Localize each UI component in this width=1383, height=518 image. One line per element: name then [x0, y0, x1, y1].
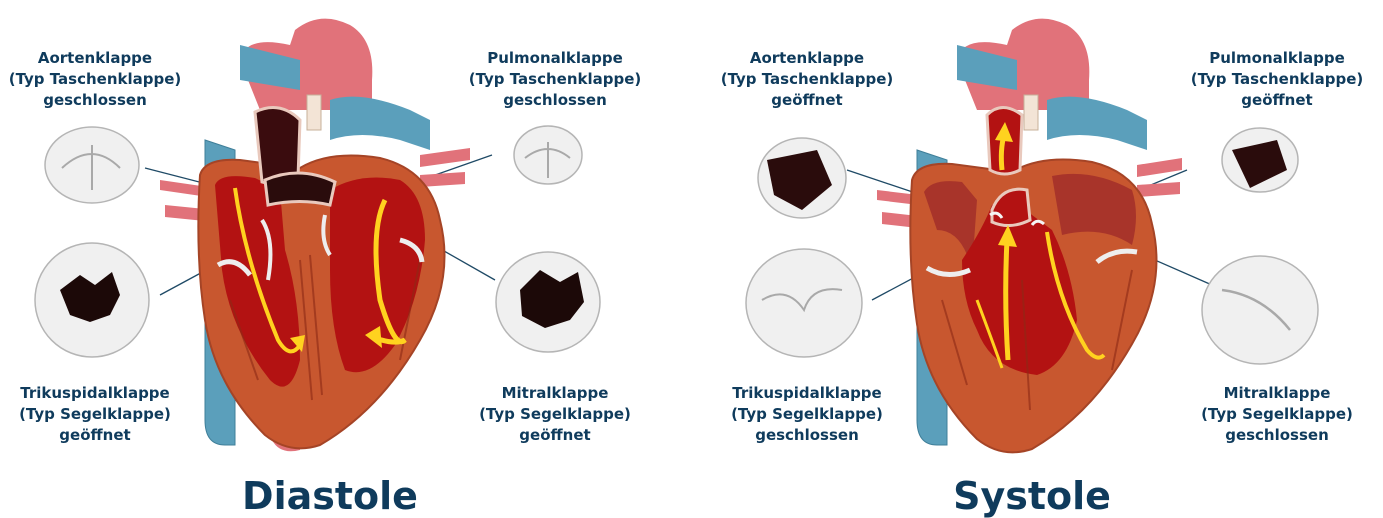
- label-line: Aortenklappe: [0, 48, 190, 69]
- label-line: Pulmonalklappe: [460, 48, 650, 69]
- label-line: (Typ Segelklappe): [0, 404, 190, 425]
- diastole-title: Diastole: [200, 474, 460, 518]
- label-line: Mitralklappe: [460, 383, 650, 404]
- label-line: (Typ Taschenklappe): [460, 69, 650, 90]
- label-line: Mitralklappe: [1182, 383, 1372, 404]
- label-line: Aortenklappe: [712, 48, 902, 69]
- label-line: geschlossen: [0, 90, 190, 111]
- systole-panel: Aortenklappe (Typ Taschenklappe) geöffne…: [692, 0, 1383, 515]
- label-mitral-valve: Mitralklappe (Typ Segelklappe) geöffnet: [460, 383, 650, 446]
- label-line: geöffnet: [712, 90, 902, 111]
- label-line: Trikuspidalklappe: [712, 383, 902, 404]
- label-line: (Typ Segelklappe): [712, 404, 902, 425]
- label-line: Pulmonalklappe: [1182, 48, 1372, 69]
- label-line: geschlossen: [460, 90, 650, 111]
- label-mitral-valve: Mitralklappe (Typ Segelklappe) geschloss…: [1182, 383, 1372, 446]
- label-aortic-valve: Aortenklappe (Typ Taschenklappe) geschlo…: [0, 48, 190, 111]
- label-pulmonary-valve: Pulmonalklappe (Typ Taschenklappe) geöff…: [1182, 48, 1372, 111]
- label-line: geöffnet: [1182, 90, 1372, 111]
- systole-title: Systole: [902, 474, 1162, 518]
- diastole-panel: Aortenklappe (Typ Taschenklappe) geschlo…: [0, 0, 692, 515]
- label-pulmonary-valve: Pulmonalklappe (Typ Taschenklappe) gesch…: [460, 48, 650, 111]
- heart-body: [910, 108, 1156, 453]
- label-line: geöffnet: [460, 425, 650, 446]
- label-line: (Typ Taschenklappe): [1182, 69, 1372, 90]
- label-line: (Typ Taschenklappe): [712, 69, 902, 90]
- label-line: (Typ Segelklappe): [1182, 404, 1372, 425]
- label-line: geöffnet: [0, 425, 190, 446]
- label-tricuspid-valve: Trikuspidalklappe (Typ Segelklappe) geöf…: [0, 383, 190, 446]
- label-aortic-valve: Aortenklappe (Typ Taschenklappe) geöffne…: [712, 48, 902, 111]
- label-line: geschlossen: [712, 425, 902, 446]
- label-tricuspid-valve: Trikuspidalklappe (Typ Segelklappe) gesc…: [712, 383, 902, 446]
- label-line: (Typ Segelklappe): [460, 404, 650, 425]
- label-line: Trikuspidalklappe: [0, 383, 190, 404]
- label-line: (Typ Taschenklappe): [0, 69, 190, 90]
- label-line: geschlossen: [1182, 425, 1372, 446]
